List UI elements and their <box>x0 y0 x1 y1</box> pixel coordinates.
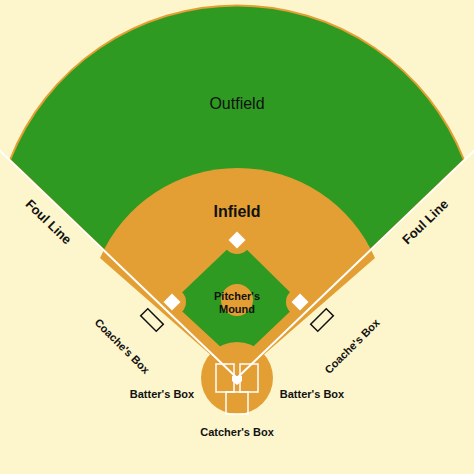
box-label: Coache's Box <box>322 316 382 376</box>
foul-line <box>0 146 237 378</box>
box-label: Batter's Box <box>130 388 194 401</box>
base-cutout <box>286 288 314 316</box>
base-cutout <box>223 226 251 254</box>
region-label: Outfield <box>209 95 264 113</box>
home-plate <box>232 376 242 385</box>
first-base <box>292 294 309 311</box>
third-base <box>164 294 181 311</box>
coaches-box <box>141 309 164 332</box>
box-label: Coache's Box <box>92 316 152 376</box>
box-label: Batter's Box <box>280 388 344 401</box>
base-cutout <box>158 288 186 316</box>
region-label: Infield <box>213 203 260 221</box>
box-label: Catcher's Box <box>200 426 274 439</box>
second-base <box>229 232 246 249</box>
batters-box <box>240 364 258 392</box>
outfield-grass <box>10 5 464 378</box>
catchers-box <box>226 392 248 414</box>
foul-line <box>237 146 474 378</box>
mound-label: Pitcher's Mound <box>206 290 268 315</box>
coaches-box <box>311 309 334 332</box>
batters-box <box>216 364 234 392</box>
